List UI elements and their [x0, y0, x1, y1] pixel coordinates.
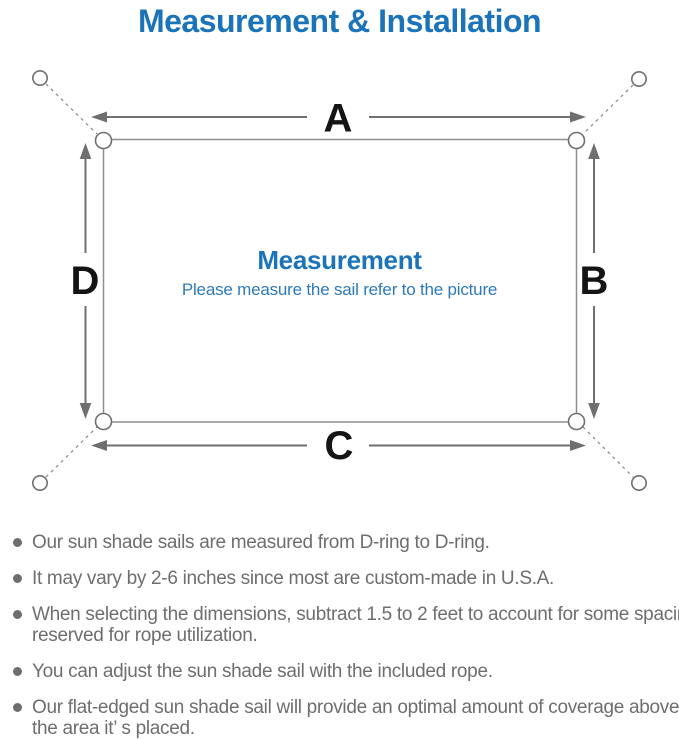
bullet-dot-icon [13, 703, 22, 712]
dimension-arrow-c: C [91, 424, 586, 468]
list-item: Our sun shade sails are measured from D-… [13, 532, 675, 553]
tether-dashed-line-bottom-right [582, 426, 634, 478]
sail-outline [102, 138, 578, 423]
anchor-point-icon-bottom-right [630, 474, 647, 491]
tether-dashed-line-bottom-left [45, 426, 98, 478]
list-item-text: Our sun shade sails are measured from D-… [32, 532, 490, 553]
bullet-dot-icon [13, 667, 22, 676]
anchor-point-icon-bottom-left [31, 474, 48, 491]
dimension-label-a: A [324, 97, 353, 141]
dimension-label-d: D [71, 259, 100, 303]
bullet-dot-icon [13, 574, 22, 583]
tether-dashed-line-top-left [45, 83, 98, 135]
dimension-arrow-a: A [91, 97, 586, 141]
d-ring-icon-bottom-left [94, 412, 113, 431]
dimension-arrow-b: B [580, 143, 609, 419]
tether-dashed-line-top-right [582, 84, 634, 135]
page-title: Measurement & Installation [137, 3, 542, 39]
list-item: You can adjust the sun shade sail with t… [13, 661, 675, 682]
dimension-label-b: B [580, 259, 609, 303]
list-item-text: When selecting the dimensions, subtract … [32, 604, 679, 646]
diagram-caption: Measurement Please measure the sail refe… [0, 245, 679, 300]
caption-subtitle: Please measure the sail refer to the pic… [181, 280, 498, 299]
bullet-dot-icon [13, 538, 22, 547]
d-ring-icon-bottom-right [567, 412, 586, 431]
d-ring-icon-top-right [567, 131, 586, 150]
list-item: Our flat-edged sun shade sail will provi… [13, 697, 679, 739]
bullet-dot-icon [13, 610, 22, 619]
caption-title: Measurement [257, 245, 422, 275]
bullet-list: Our sun shade sails are measured from D-… [13, 532, 679, 739]
anchor-point-icon-top-left [31, 70, 48, 87]
dimension-label-c: C [325, 424, 354, 468]
list-item-text: You can adjust the sun shade sail with t… [32, 661, 493, 682]
list-item-text: It may vary by 2-6 inches since most are… [32, 568, 555, 589]
list-item: When selecting the dimensions, subtract … [13, 604, 679, 646]
list-item-text: Our flat-edged sun shade sail will provi… [32, 697, 679, 739]
sail-measurement-diagram: A C D B [31, 70, 647, 491]
list-item: It may vary by 2-6 inches since most are… [13, 568, 675, 589]
dimension-arrow-d: D [71, 143, 100, 419]
anchor-point-icon-top-right [630, 71, 647, 88]
d-ring-icon-top-left [94, 131, 113, 150]
